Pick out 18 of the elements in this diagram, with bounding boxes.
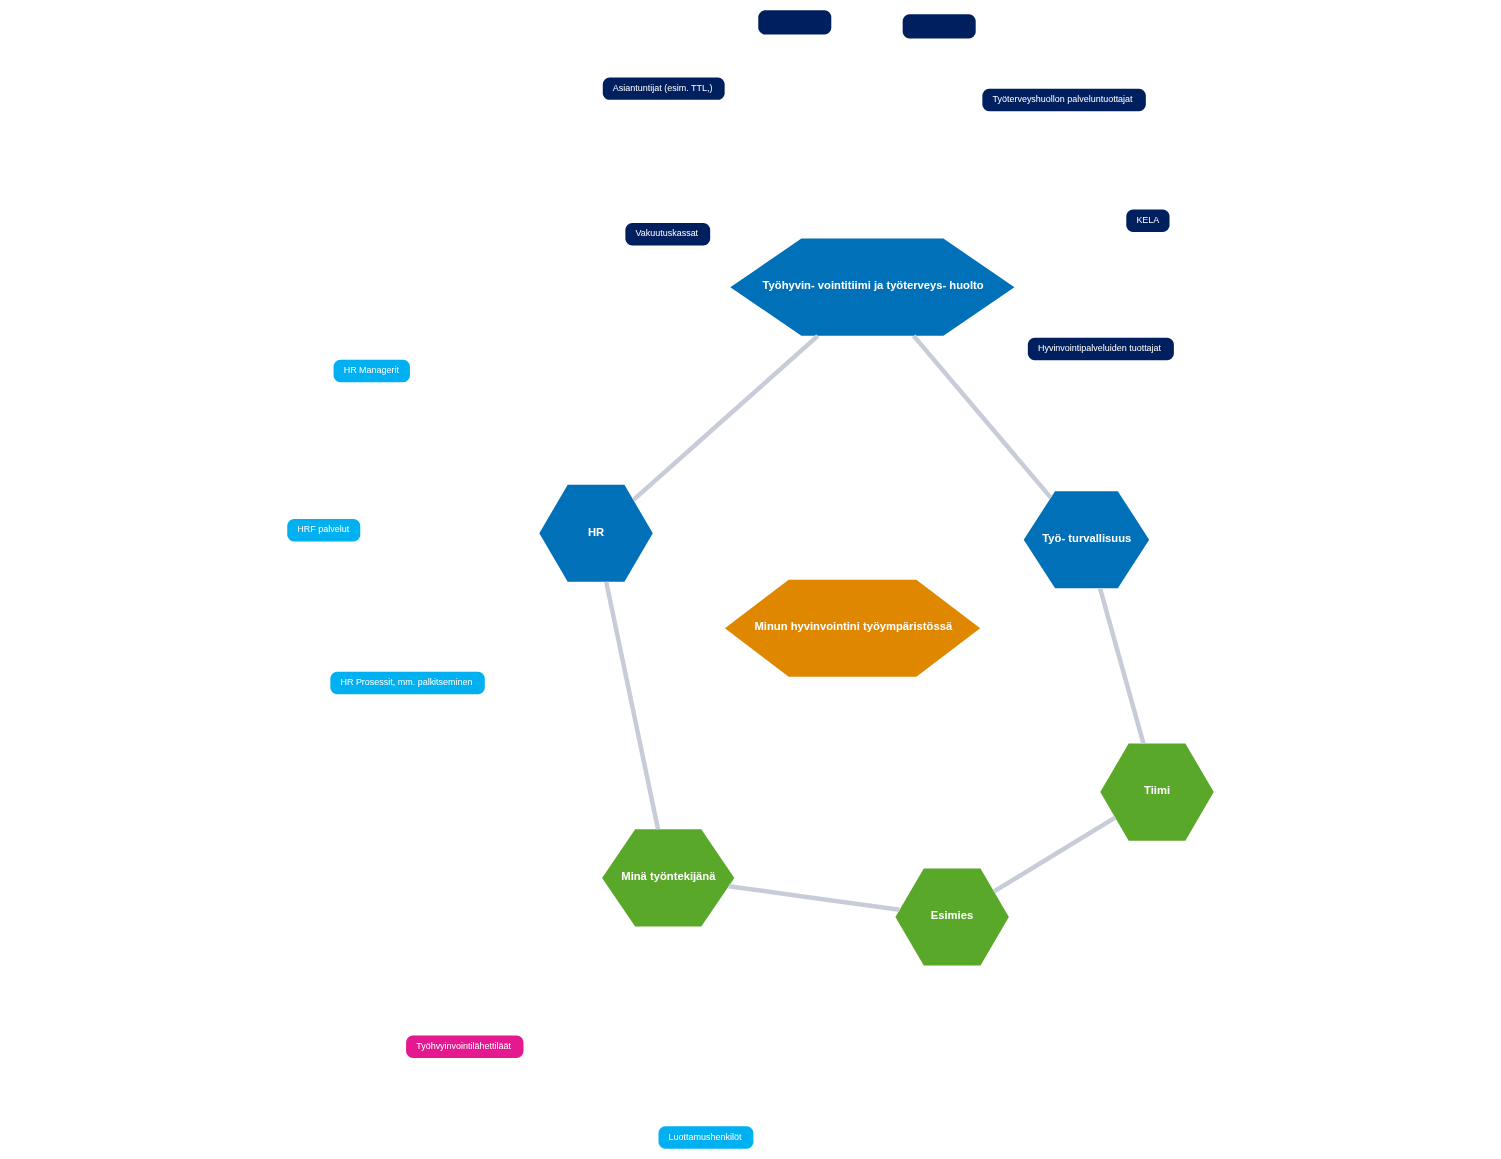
- node-box: Työhvyinvointilähettiläät: [406, 1035, 524, 1058]
- connector: [728, 884, 900, 912]
- node-box: HR Prosessit, mm. palkitseminen: [330, 671, 485, 695]
- node-box: Asiantuntijat (esim. TTL,): [602, 77, 725, 100]
- node-box: Vakuutuskassat: [625, 223, 711, 246]
- connector: [604, 581, 661, 830]
- connector: [911, 334, 1053, 500]
- node-box: HRF palvelut: [287, 518, 361, 542]
- node-box: Työterveyshuollon palveluntuottajat: [982, 88, 1146, 112]
- connector: [992, 815, 1117, 894]
- node-box: Hyvinvointipalveluiden tuottajat: [1027, 337, 1174, 361]
- connector: [632, 334, 820, 502]
- node-box: Luottamushenkilöt: [658, 1126, 754, 1149]
- node-box: [902, 14, 976, 39]
- node-box: [758, 10, 832, 35]
- connector: [1097, 587, 1146, 744]
- node-box: KELA: [1126, 209, 1170, 233]
- node-box: HR Managerit: [333, 359, 410, 383]
